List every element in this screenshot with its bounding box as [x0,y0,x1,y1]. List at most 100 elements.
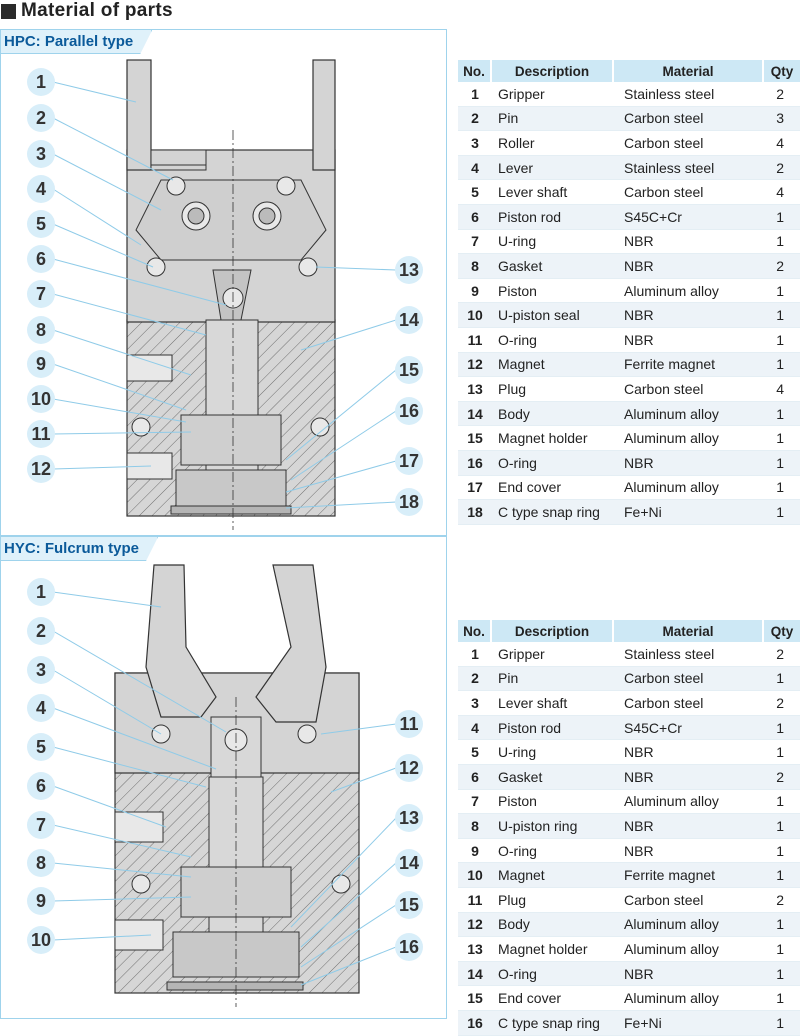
header-material: Material [614,60,764,82]
svg-text:10: 10 [31,389,51,409]
hpc-callout-17: 17 [395,447,423,475]
hyc-callout-9: 9 [27,887,55,915]
svg-text:1: 1 [36,72,46,92]
header-description: Description [492,620,614,642]
svg-text:15: 15 [399,360,419,380]
title-square-icon [1,3,16,19]
hyc-callout-15: 15 [395,891,423,919]
hyc-callouts: 1 2 3 4 5 6 7 8 9 10 11 12 13 14 15 16 [27,578,423,961]
hyc-callout-8: 8 [27,849,55,877]
hpc-callout-14: 14 [395,306,423,334]
table-header-row: No. Description Material Qty [458,60,800,82]
hyc-callout-11: 11 [395,710,423,738]
svg-text:3: 3 [36,660,46,680]
header-no: No. [458,60,492,82]
svg-text:9: 9 [36,354,46,374]
svg-text:14: 14 [399,853,419,873]
svg-text:6: 6 [36,249,46,269]
hyc-callout-3: 3 [27,656,55,684]
svg-text:13: 13 [399,808,419,828]
svg-text:17: 17 [399,451,419,471]
svg-text:13: 13 [399,260,419,280]
hpc-callout-16: 16 [395,397,423,425]
svg-text:5: 5 [36,737,46,757]
hyc-drawing: 1 2 3 4 5 6 7 8 9 10 11 12 13 14 15 16 [27,564,423,1007]
header-no: No. [458,620,492,642]
hpc-callout-10: 10 [27,385,55,413]
hyc-callout-7: 7 [27,811,55,839]
hyc-callout-12: 12 [395,754,423,782]
hpc-callout-4: 4 [27,175,55,203]
svg-text:12: 12 [31,459,51,479]
hyc-callout-6: 6 [27,772,55,800]
svg-text:3: 3 [36,144,46,164]
svg-text:1: 1 [36,582,46,602]
header-qty: Qty [764,620,800,642]
hpc-callout-5: 5 [27,210,55,238]
hyc-callout-2: 2 [27,617,55,645]
hpc-callout-11: 11 [27,420,55,448]
svg-text:16: 16 [399,401,419,421]
header-description: Description [492,60,614,82]
header-material: Material [614,620,764,642]
svg-text:8: 8 [36,853,46,873]
hpc-callout-3: 3 [27,140,55,168]
hpc-callout-7: 7 [27,280,55,308]
header-qty: Qty [764,60,800,82]
hyc-callout-10: 10 [27,926,55,954]
svg-text:4: 4 [36,179,46,199]
hpc-callout-1: 1 [27,68,55,96]
hpc-callouts: 1 2 3 4 5 6 7 8 9 10 11 12 13 14 15 16 1… [27,68,423,516]
hyc-gripper-left [145,564,217,718]
svg-text:2: 2 [36,108,46,128]
hpc-callout-8: 8 [27,316,55,344]
hpc-callout-13: 13 [395,256,423,284]
hyc-callout-14: 14 [395,849,423,877]
svg-text:10: 10 [31,930,51,950]
hpc-callout-18: 18 [395,488,423,516]
table-header-row: No. Description Material Qty [458,620,800,642]
hyc-panel: 1 2 3 4 5 6 7 8 9 10 11 12 13 14 15 16 H… [0,536,447,1019]
page-title: Material of parts [0,0,173,22]
hpc-drawing: 1 2 3 4 5 6 7 8 9 10 11 12 13 14 15 16 1… [27,59,423,530]
hyc-callout-13: 13 [395,804,423,832]
hpc-callout-15: 15 [395,356,423,384]
hpc-gripper-left [126,59,152,171]
svg-text:5: 5 [36,214,46,234]
svg-text:6: 6 [36,776,46,796]
hpc-gripper-right [312,59,336,171]
svg-text:14: 14 [399,310,419,330]
page-title-text: Material of parts [21,0,173,21]
svg-text:15: 15 [399,895,419,915]
hpc-callout-9: 9 [27,350,55,378]
